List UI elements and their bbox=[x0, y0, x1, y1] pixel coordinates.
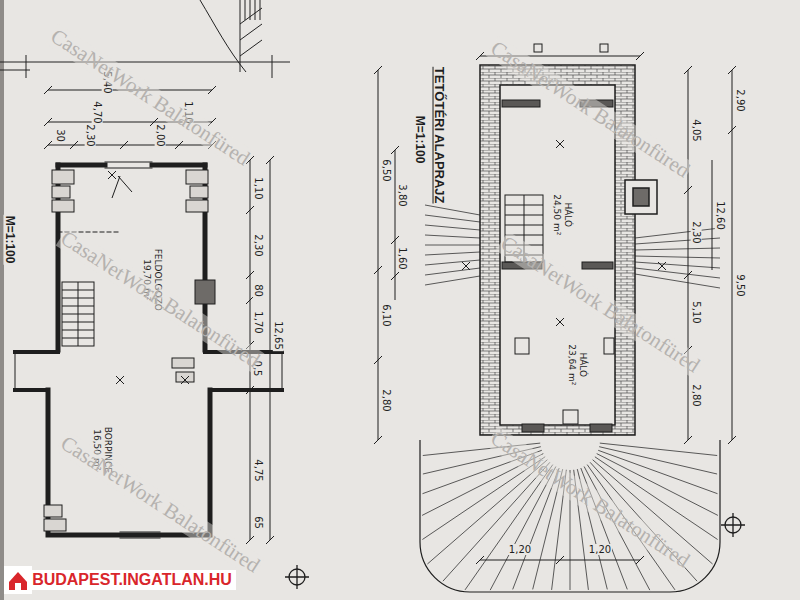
dimension: 65 bbox=[252, 515, 263, 530]
dimension: 1,70 bbox=[252, 310, 263, 334]
dimension: 6,10 bbox=[380, 303, 391, 327]
room-label: HÁLÓ24,50 m² bbox=[550, 190, 576, 240]
dimension: 4,05 bbox=[690, 118, 701, 142]
dimension: 1,10 bbox=[252, 176, 263, 200]
dimension: 5,10 bbox=[690, 300, 701, 324]
dimension: 2,90 bbox=[734, 88, 745, 112]
dimension: 2,30 bbox=[84, 123, 95, 147]
stair bbox=[62, 282, 94, 346]
site-logo: BUDAPEST.INGATLAN.HU bbox=[28, 570, 236, 590]
dimension: 80 bbox=[252, 283, 263, 298]
dimension: 2,80 bbox=[380, 388, 391, 412]
ground-floor-walls bbox=[15, 162, 282, 538]
dimension: 9,50 bbox=[734, 273, 745, 297]
roof-hatch bbox=[598, 450, 717, 493]
dimension: 2,00 bbox=[154, 123, 165, 147]
room-label: HÁLÓ23,64 m² bbox=[565, 340, 591, 390]
plan-title: TETŐTÉRI ALAPRAJZ bbox=[431, 66, 445, 205]
watermark: CasaNetWork Balatonfüred bbox=[46, 25, 255, 172]
roof-eaves bbox=[420, 205, 720, 592]
dimension: 12,65 bbox=[272, 320, 283, 351]
room-name: HÁLÓ bbox=[577, 342, 588, 388]
dimension: 4,75 bbox=[252, 458, 263, 482]
site-fragment bbox=[0, 0, 290, 78]
dimension: 2,80 bbox=[690, 383, 701, 407]
scale-note: M=1:100 bbox=[3, 215, 16, 265]
watermark: CasaNetWork Balatonfüred bbox=[486, 37, 695, 184]
paper-edge bbox=[0, 0, 4, 600]
dimension: 6,50 bbox=[380, 158, 391, 182]
roof-hatch bbox=[427, 460, 547, 564]
dimension: 3,80 bbox=[396, 183, 407, 207]
dimension: 12,60 bbox=[714, 200, 725, 231]
room-area: 23,64 m² bbox=[567, 342, 578, 388]
roof-hatch bbox=[599, 447, 717, 474]
dimension: 2,30 bbox=[690, 220, 701, 244]
dimension: 1,20 bbox=[588, 544, 612, 555]
dimension: 1,60 bbox=[396, 246, 407, 270]
watermark: CasaNetWork Balatonfüred bbox=[496, 232, 705, 379]
watermark: CasaNetWork Balatonfüred bbox=[56, 432, 265, 579]
chimney bbox=[625, 180, 657, 214]
dimension: 1,20 bbox=[508, 544, 532, 555]
dimension: 2,30 bbox=[252, 233, 263, 257]
scale-note: M=1:100 bbox=[413, 115, 426, 165]
room-name: HÁLÓ bbox=[562, 192, 573, 238]
dimension: 30 bbox=[54, 128, 65, 143]
roof-hatch bbox=[600, 443, 717, 455]
dimension: 4,70 bbox=[91, 100, 102, 124]
room-area: 24,50 m² bbox=[552, 192, 563, 238]
roof-hatch bbox=[465, 465, 553, 590]
